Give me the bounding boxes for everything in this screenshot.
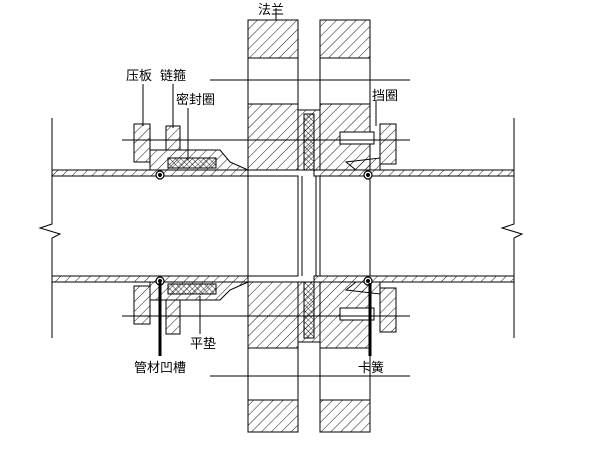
label-seal-ring: 密封圈 [176, 92, 215, 108]
coupling-body [149, 149, 249, 301]
flange-left [247, 19, 299, 433]
label-flange: 法兰 [258, 3, 284, 18]
bolt [339, 131, 375, 321]
label-flat-gasket: 平垫 [190, 336, 216, 352]
label-circlip: 卡簧 [358, 360, 384, 376]
gland-plate [133, 123, 151, 325]
groove-dots [158, 173, 370, 283]
pipe-left [51, 169, 249, 283]
break-lines [38, 118, 524, 338]
chain-hoop [165, 125, 181, 335]
flange-hub [297, 109, 321, 343]
label-pipe-groove: 管材凹槽 [134, 361, 186, 376]
leader-lines [122, 8, 410, 377]
label-gland: 压板 [126, 69, 152, 84]
thick-leaders [158, 283, 372, 356]
label-chain-hoop: 链箍 [160, 68, 186, 84]
label-retaining-ring: 挡圈 [372, 89, 398, 104]
